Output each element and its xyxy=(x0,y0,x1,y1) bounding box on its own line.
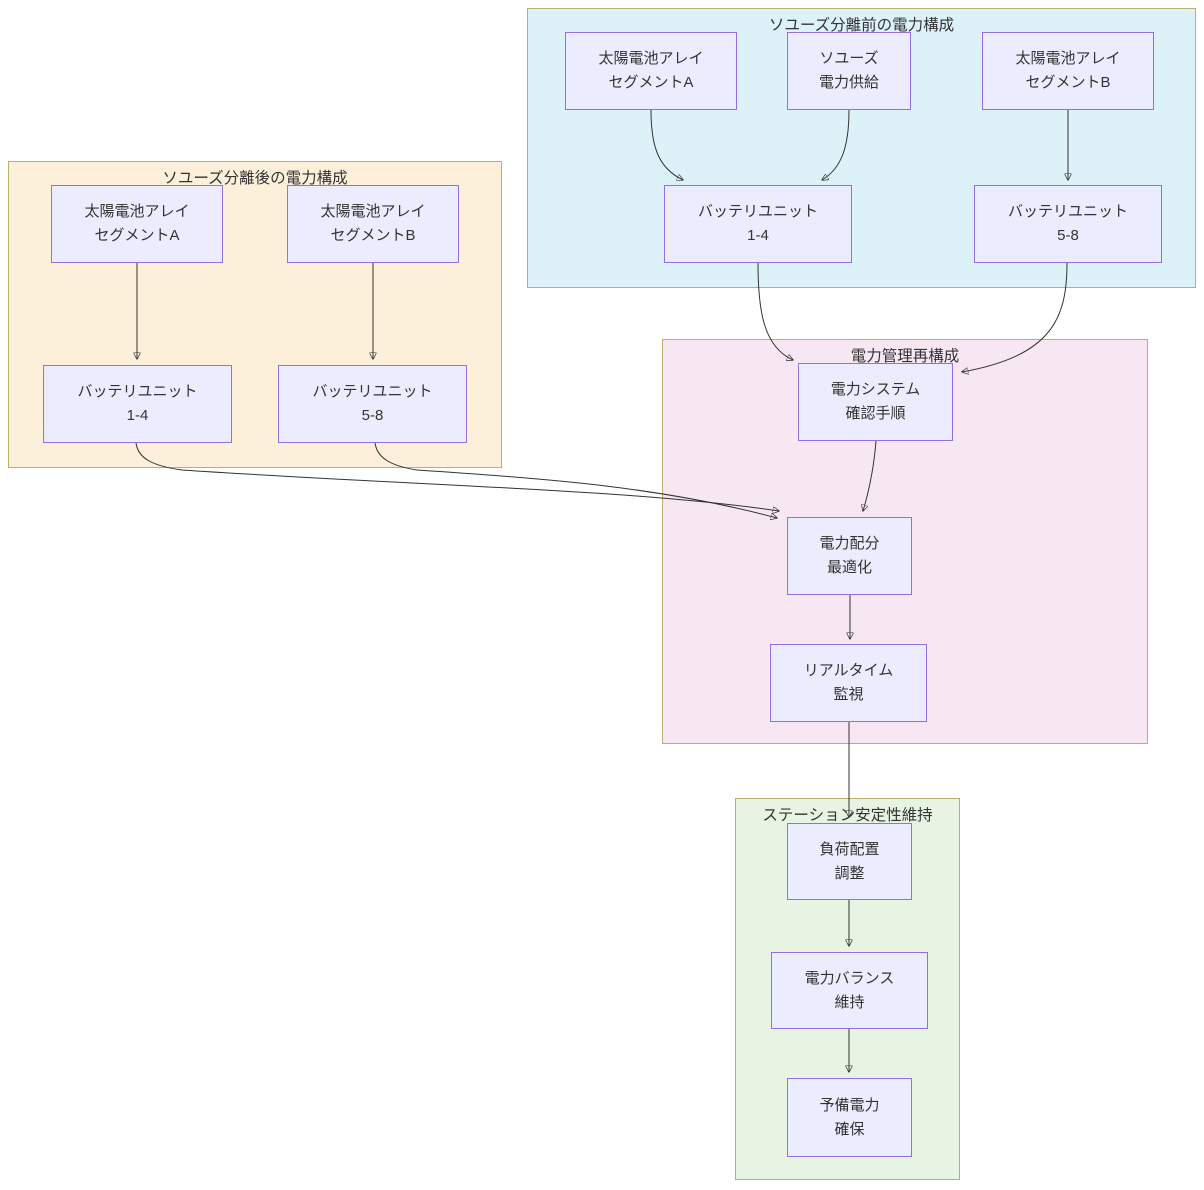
node-power-distribution-optimize: 電力配分 最適化 xyxy=(787,517,912,595)
node-label: 予備電力 xyxy=(819,1096,880,1114)
node-label: リアルタイム xyxy=(803,662,894,679)
node-label: 5-8 xyxy=(1057,227,1079,244)
node-label: 太陽電池アレイ xyxy=(84,203,190,220)
node-post-solar-array-b: 太陽電池アレイ セグメントB xyxy=(287,185,459,263)
node-label: 太陽電池アレイ xyxy=(1015,50,1121,67)
node-label: 5-8 xyxy=(361,407,384,424)
node-load-placement-adjust: 負荷配置 調整 xyxy=(787,823,912,900)
node-pre-solar-array-a: 太陽電池アレイ セグメントA xyxy=(565,32,737,110)
node-label: セグメントB xyxy=(330,227,416,244)
node-pre-soyuz-supply: ソユーズ 電力供給 xyxy=(787,32,911,110)
node-label: 確保 xyxy=(834,1120,865,1138)
node-label: 電力配分 xyxy=(819,535,880,552)
node-post-solar-array-a: 太陽電池アレイ セグメントA xyxy=(51,185,223,263)
node-label: バッテリユニット xyxy=(312,383,433,400)
node-post-battery-1-4: バッテリユニット 1-4 xyxy=(43,365,232,443)
cluster-pre-separation-title: ソユーズ分離前の電力構成 xyxy=(768,17,955,34)
node-label: 電力バランス xyxy=(804,969,895,987)
node-pre-solar-array-b: 太陽電池アレイ セグメントB xyxy=(982,32,1154,110)
node-power-system-check: 電力システム 確認手順 xyxy=(798,363,953,441)
node-label: セグメントA xyxy=(608,74,694,91)
node-label: 監視 xyxy=(833,686,864,703)
node-label: セグメントB xyxy=(1025,74,1111,91)
node-reserve-power-secure: 予備電力 確保 xyxy=(787,1078,912,1157)
node-power-balance-maintain: 電力バランス 維持 xyxy=(771,952,928,1029)
cluster-power-management-title: 電力管理再構成 xyxy=(850,348,960,365)
node-label: バッテリユニット xyxy=(1007,203,1128,220)
node-label: 1-4 xyxy=(126,407,149,424)
node-label: 確認手順 xyxy=(845,405,906,422)
node-label: 太陽電池アレイ xyxy=(598,50,704,67)
node-label: 電力システム xyxy=(830,381,921,398)
cluster-station-stability-title: ステーション安定性維持 xyxy=(762,807,933,824)
node-label: 太陽電池アレイ xyxy=(320,203,426,220)
node-pre-battery-1-4: バッテリユニット 1-4 xyxy=(664,185,852,263)
node-pre-battery-5-8: バッテリユニット 5-8 xyxy=(974,185,1162,263)
node-label: 調整 xyxy=(834,864,865,882)
node-label: バッテリユニット xyxy=(77,383,198,400)
node-label: 1-4 xyxy=(747,227,769,244)
node-post-battery-5-8: バッテリユニット 5-8 xyxy=(278,365,467,443)
node-label: バッテリユニット xyxy=(697,203,818,220)
node-label: 最適化 xyxy=(826,559,872,576)
node-label: 維持 xyxy=(834,993,865,1011)
node-realtime-monitor: リアルタイム 監視 xyxy=(770,644,927,722)
node-label: ソユーズ xyxy=(819,50,879,67)
node-label: 電力供給 xyxy=(818,74,879,91)
node-label: セグメントA xyxy=(94,227,180,244)
cluster-post-separation-title: ソユーズ分離後の電力構成 xyxy=(162,170,348,187)
node-label: 負荷配置 xyxy=(819,840,880,858)
